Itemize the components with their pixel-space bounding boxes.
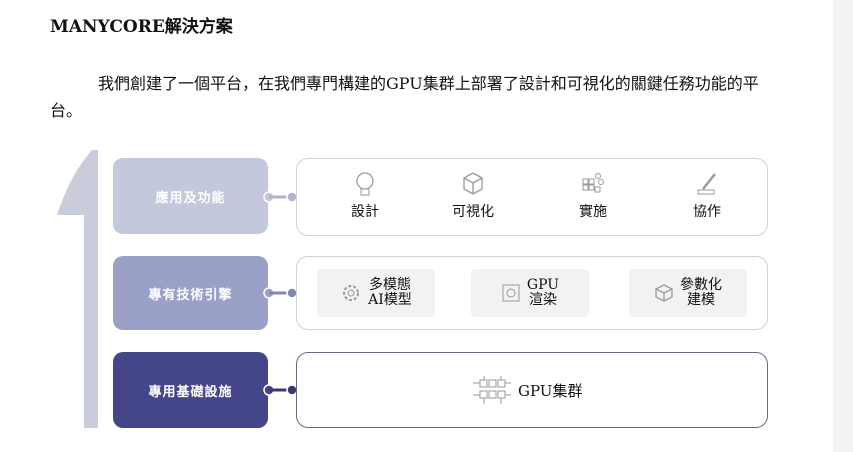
connector	[263, 191, 298, 203]
connector	[263, 287, 298, 299]
blocks-icon	[582, 173, 604, 193]
cube-icon	[655, 284, 673, 302]
app-item: 可視化	[433, 171, 513, 221]
render-icon	[502, 284, 520, 302]
app-item: 協作	[667, 171, 747, 221]
app-item: 實施	[553, 171, 633, 221]
app-label: 設計	[351, 204, 379, 220]
engine-label: 渲染	[529, 292, 557, 308]
layer-label: 專用基礎設施	[148, 384, 233, 400]
layer-label: 應用及功能	[155, 190, 226, 206]
app-label: 可視化	[452, 204, 494, 220]
app-item: 設計	[325, 171, 405, 221]
engine-label: AI模型	[368, 292, 412, 308]
layer-engines: 專有技術引擎	[113, 256, 268, 330]
infra-label: GPU集群	[518, 381, 583, 400]
infrastructure-panel: GPU集群	[296, 352, 768, 428]
gear-ai-icon	[343, 285, 360, 301]
cluster-icon	[473, 376, 511, 404]
layer-applications: 應用及功能	[113, 158, 268, 234]
engine-chip: 參數化建模	[629, 269, 747, 317]
cube-icon	[463, 172, 483, 195]
layer-infrastructure: 專用基礎設施	[113, 352, 268, 428]
engine-label: 建模	[687, 292, 715, 308]
side-strip	[833, 0, 853, 452]
engine-label: GPU	[526, 277, 560, 293]
app-label: 協作	[693, 204, 721, 220]
intro-paragraph: 我們創建了一個平台，在我們專門構建的GPU集群上部署了設計和可視化的關鍵任務功能…	[50, 74, 759, 120]
connector	[263, 384, 298, 396]
engine-label: 參數化	[680, 277, 722, 293]
pencil-icon	[697, 173, 716, 195]
engine-label: 多模態	[368, 277, 411, 293]
lightbulb-icon	[356, 172, 374, 196]
up-arrow-icon	[57, 150, 98, 428]
infra-item: GPU集群	[472, 375, 582, 405]
applications-panel: 設計 可視化 實施 協作	[296, 158, 768, 236]
layer-label: 專有技術引擎	[148, 287, 233, 303]
app-label: 實施	[579, 204, 607, 220]
page-title: MANYCORE解決方案	[50, 17, 233, 37]
